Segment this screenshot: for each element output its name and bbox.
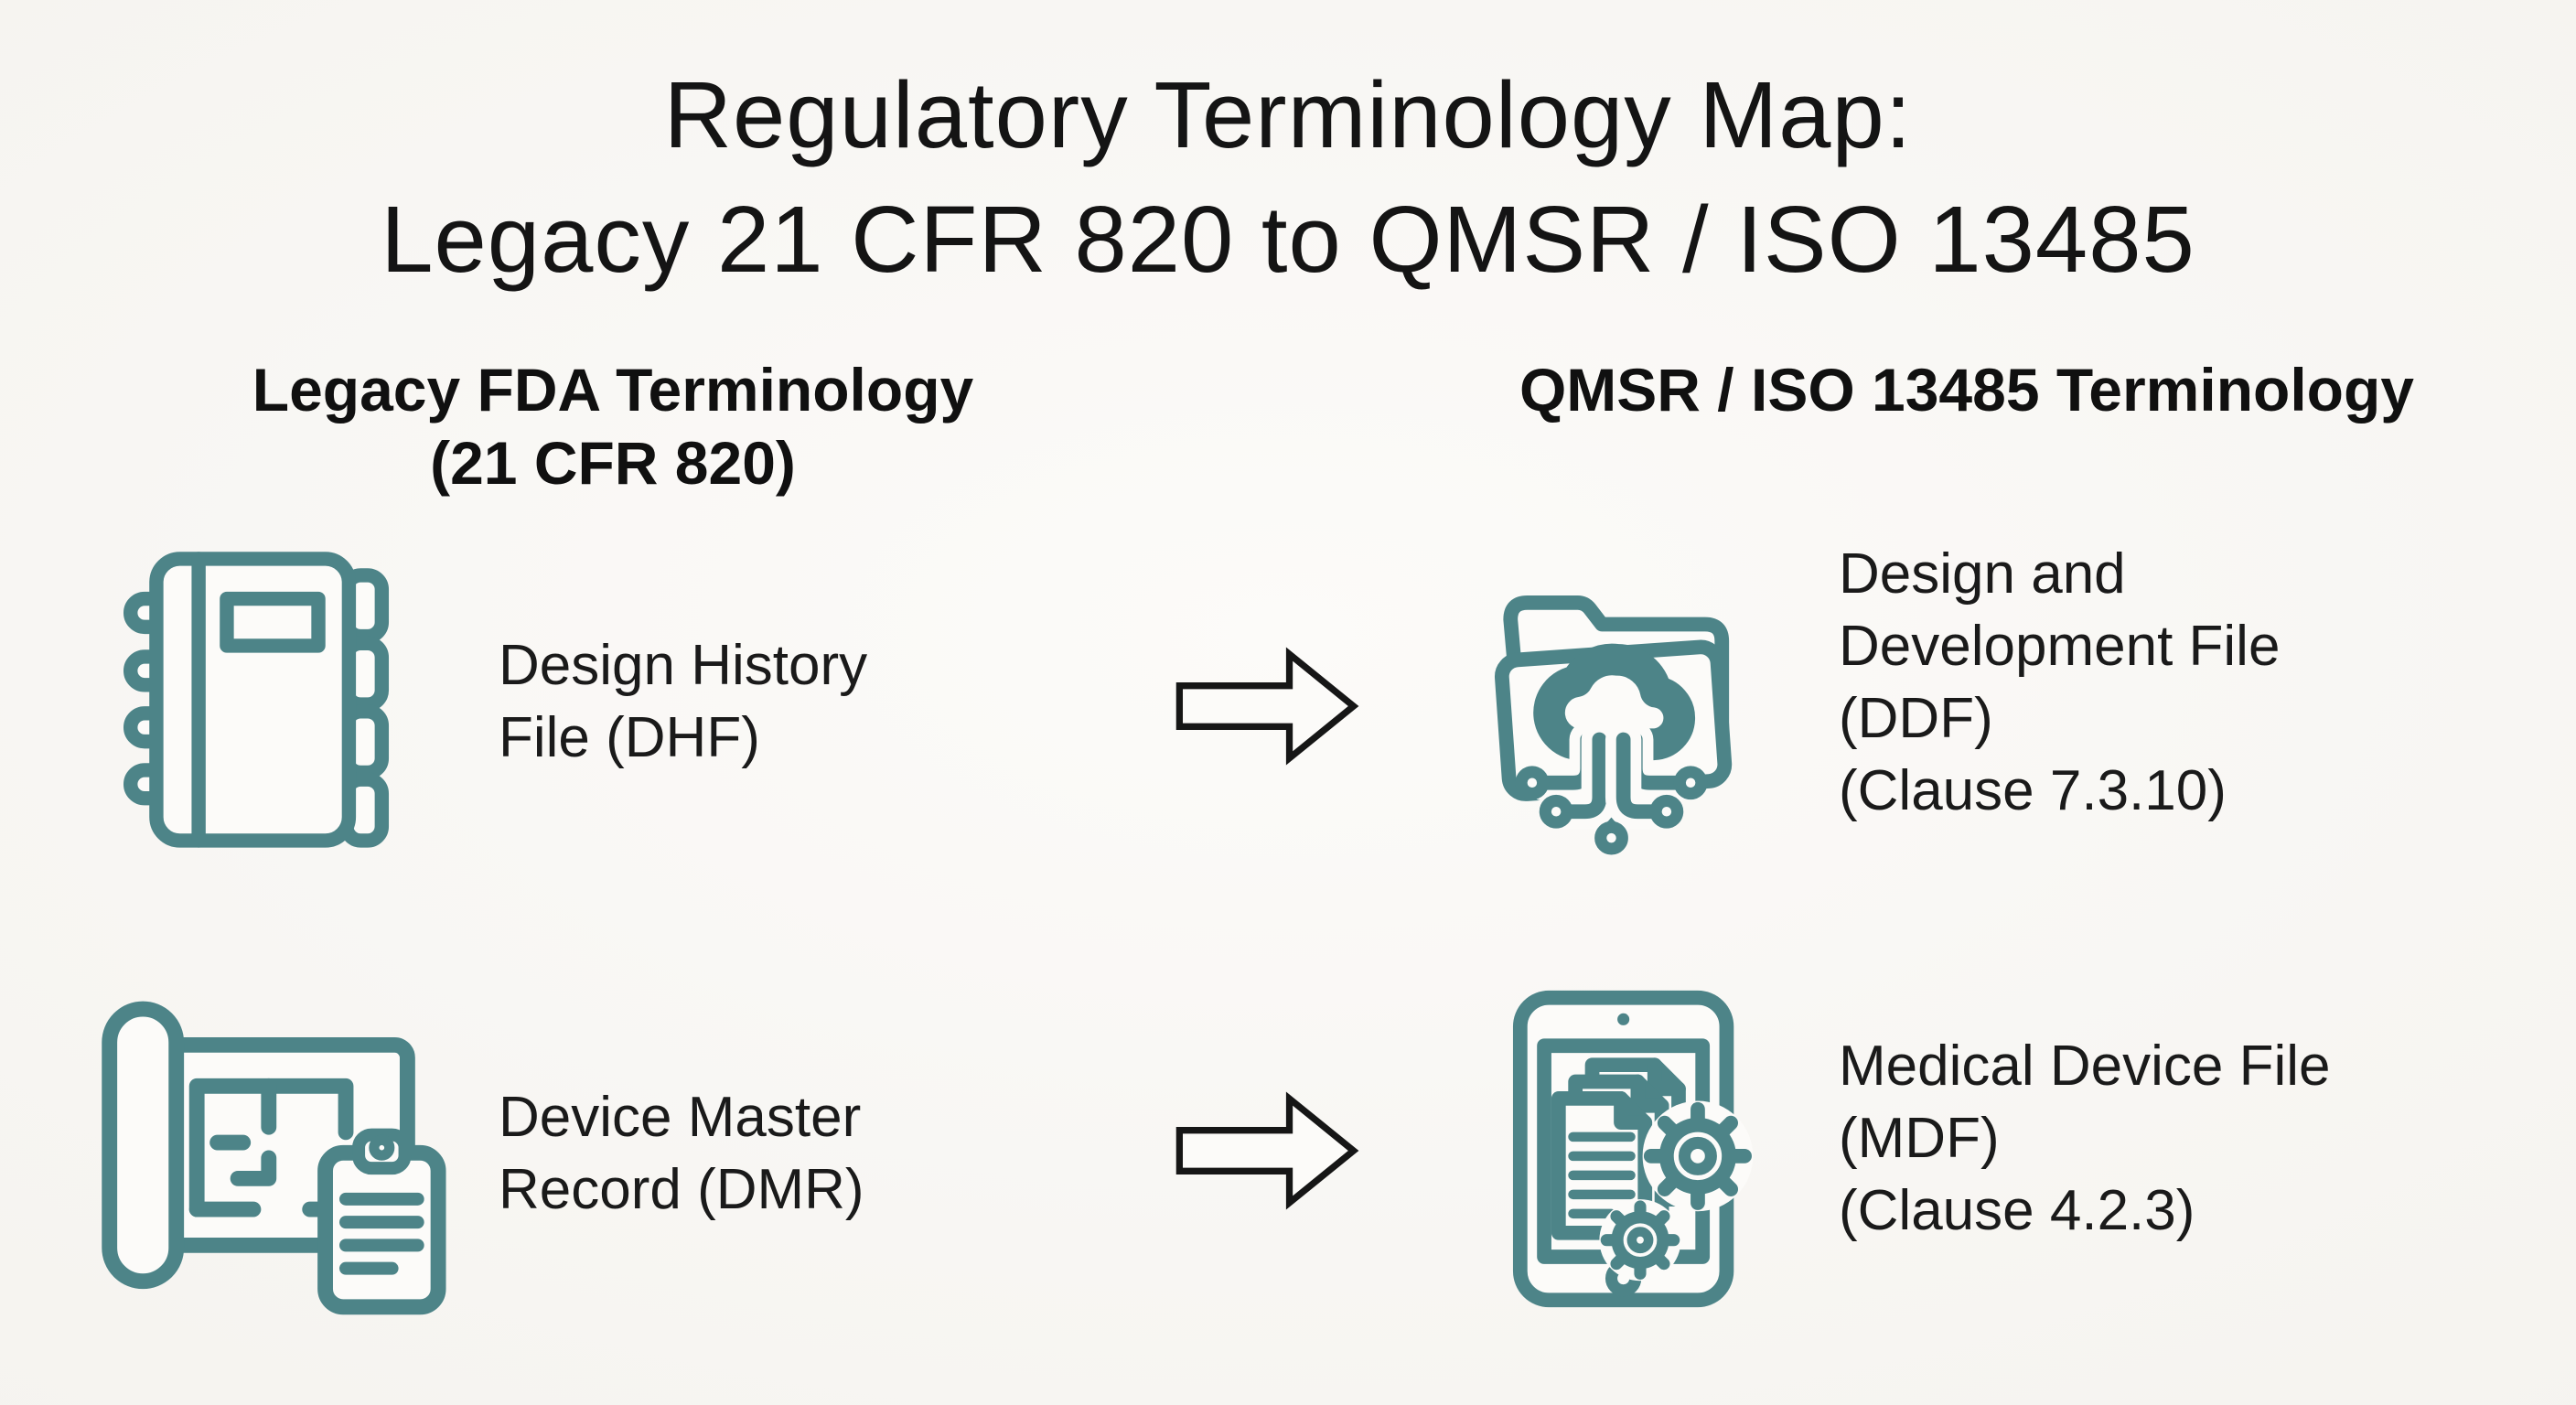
arrow-right-icon (1168, 646, 1365, 767)
blueprint-icon-svg (102, 1001, 446, 1315)
mdf-label-line-1: Medical Device File (1839, 1035, 2331, 1098)
ddf-label-line-1: Design and (1839, 542, 2126, 606)
dhf-label-line-2: File (DHF) (499, 706, 760, 769)
blueprint-roll-clipboard-icon (99, 983, 446, 1317)
mdf-label-line-2: (MDF) (1839, 1107, 2000, 1170)
legacy-column-header: Legacy FDA Terminology (21 CFR 820) (137, 353, 1089, 499)
mdf-label-line-3: (Clause 4.2.3) (1839, 1179, 2195, 1242)
dmr-label-line-1: Device Master (499, 1086, 862, 1149)
title-line-1: Regulatory Terminology Map: (663, 62, 1913, 167)
notebook-icon-svg (123, 552, 390, 848)
dmr-label: Device Master Record (DMR) (499, 1081, 864, 1226)
folder-cloud-icon-svg (1494, 595, 1733, 855)
ddf-label-line-2: Development File (1839, 615, 2281, 678)
qmsr-header-line-1: QMSR / ISO 13485 Terminology (1519, 356, 2415, 424)
tablet-documents-gears-icon (1487, 983, 1775, 1314)
mdf-label: Medical Device File (MDF) (Clause 4.2.3) (1839, 1030, 2331, 1247)
title-line-2: Legacy 21 CFR 820 to QMSR / ISO 13485 (381, 187, 2195, 292)
folder-cloud-circuit-icon (1487, 547, 1775, 855)
dmr-label-line-2: Record (DMR) (499, 1158, 864, 1221)
dhf-label-line-1: Design History (499, 634, 868, 697)
page-title: Regulatory Terminology Map: Legacy 21 CF… (0, 53, 2576, 302)
tablet-icon-svg (1512, 990, 1754, 1308)
ddf-label-line-3: (DDF) (1839, 687, 1993, 750)
qmsr-column-header: QMSR / ISO 13485 Terminology (1482, 353, 2452, 426)
arrow-svg (1175, 1091, 1359, 1210)
ddf-label-line-4: (Clause 7.3.10) (1839, 759, 2227, 822)
legacy-header-line-1: Legacy FDA Terminology (252, 356, 974, 424)
ddf-label: Design and Development File (DDF) (Claus… (1839, 538, 2280, 827)
arrow-svg (1175, 647, 1359, 766)
dhf-label: Design History File (DHF) (499, 629, 867, 774)
spiral-notebook-binder-icon (123, 549, 405, 855)
legacy-header-line-2: (21 CFR 820) (430, 429, 796, 497)
arrow-right-icon (1168, 1090, 1365, 1211)
